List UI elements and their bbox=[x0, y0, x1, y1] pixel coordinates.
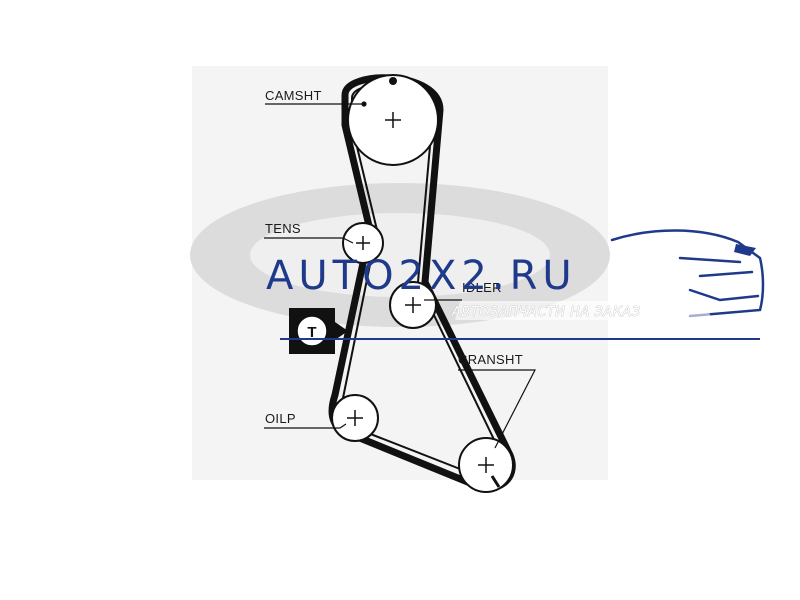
leader-oil-pump bbox=[264, 423, 347, 429]
watermark: AUTO2X2.RU АВТОЗАПЧАСТИ НА ЗАКАЗ bbox=[266, 229, 765, 340]
crankshaft-pulley bbox=[458, 437, 514, 493]
camshaft-pulley bbox=[347, 74, 439, 166]
slogan-backdrop bbox=[455, 301, 712, 320]
logo-ellipse-inner bbox=[250, 213, 550, 297]
timing-mark-arrow bbox=[335, 322, 348, 340]
label-tensioner: TENS bbox=[265, 221, 301, 236]
car-headlight-icon bbox=[734, 244, 756, 256]
timing-mark-label: T bbox=[307, 324, 316, 341]
oil-pump-pulley bbox=[331, 394, 379, 442]
leader-tensioner bbox=[264, 237, 354, 244]
label-idler: IDLER bbox=[462, 280, 502, 295]
watermark-slogan: АВТОЗАПЧАСТИ НА ЗАКАЗ bbox=[451, 305, 641, 320]
tensioner-pulley bbox=[342, 222, 384, 264]
leader-crankshaft bbox=[458, 369, 536, 449]
label-crankshaft: CRANSHT bbox=[458, 352, 523, 367]
label-camshaft: CAMSHT bbox=[265, 88, 322, 103]
label-oil-pump: OILP bbox=[265, 411, 296, 426]
watermark-brand: AUTO2X2.RU bbox=[266, 253, 577, 299]
car-silhouette-icon bbox=[610, 229, 765, 318]
leader-lines bbox=[264, 101, 536, 449]
camshaft-mark bbox=[389, 77, 397, 85]
crankshaft-mark bbox=[490, 475, 501, 488]
idler-pulley bbox=[389, 281, 437, 329]
